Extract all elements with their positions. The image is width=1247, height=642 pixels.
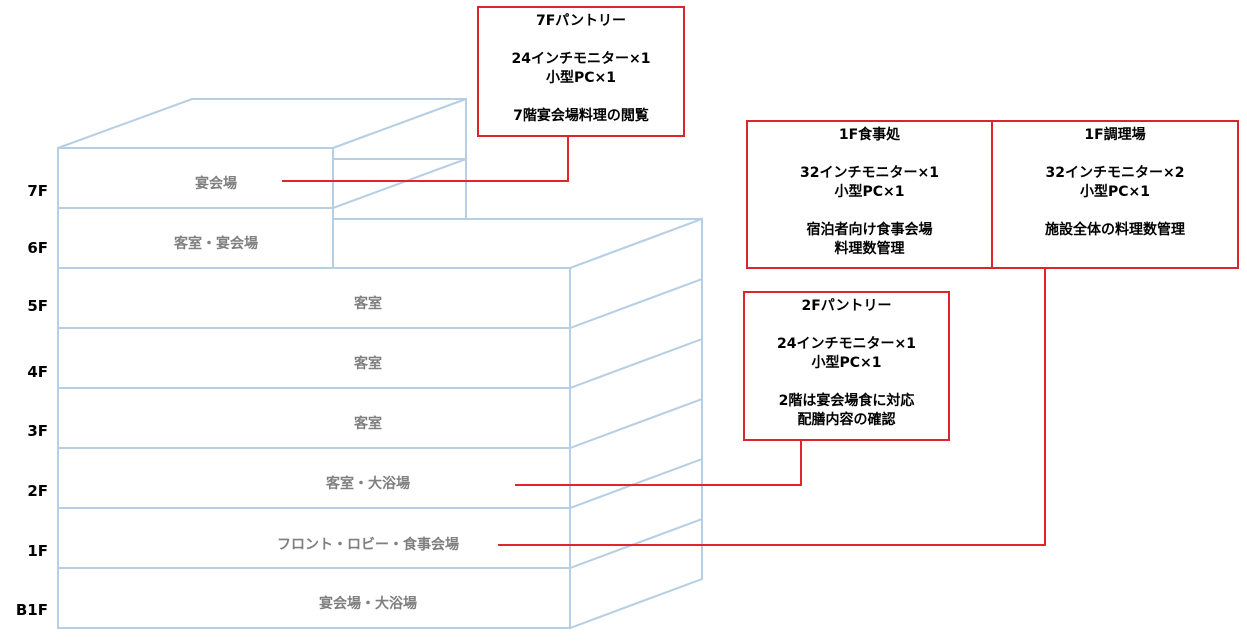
floor-name-4f: 客室 bbox=[353, 355, 382, 372]
callout-line: 7階宴会場料理の閲覧 bbox=[513, 108, 649, 124]
floor-num-5f: 5F bbox=[27, 297, 48, 315]
floor-4f-box bbox=[57, 327, 571, 389]
callout-line: 小型PC×1 bbox=[811, 355, 882, 371]
callout-line: 32インチモニター×1 bbox=[800, 165, 939, 181]
callout-line: 小型PC×1 bbox=[1079, 184, 1150, 200]
callout-line: 2階は宴会場食に対応 bbox=[778, 393, 915, 409]
floor-num-6f: 6F bbox=[27, 239, 48, 257]
callout-line: 32インチモニター×2 bbox=[1045, 165, 1185, 181]
floor-num-3f: 3F bbox=[27, 422, 48, 440]
callout-line: 小型PC×1 bbox=[545, 70, 616, 86]
floor-num-b1f: B1F bbox=[16, 601, 48, 619]
floor-6f-box bbox=[57, 207, 334, 269]
connector-2f-pantry bbox=[515, 440, 802, 486]
floor-num-1f: 1F bbox=[27, 542, 48, 560]
floor-name-b1f: 宴会場・大浴場 bbox=[319, 595, 417, 612]
callout-title: 1F食事処 bbox=[838, 127, 901, 143]
callout-line: 24インチモニター×1 bbox=[777, 336, 916, 352]
floor-num-7f: 7F bbox=[27, 182, 48, 200]
floor-names: 宴会場 客室・宴会場 客室 客室 客室 客室・大浴場 フロント・ロビー・食事会場… bbox=[173, 175, 459, 612]
floor-name-6f: 客室・宴会場 bbox=[173, 235, 258, 252]
callout-title: 1F調理場 bbox=[1084, 127, 1146, 143]
callout-2f-pantry: 2Fパントリー 24インチモニター×1 小型PC×1 2階は宴会場食に対応 配膳… bbox=[743, 291, 950, 441]
callout-line: 小型PC×1 bbox=[834, 184, 905, 200]
floor-numbers: 7F 6F 5F 4F 3F 2F 1F B1F bbox=[16, 182, 48, 619]
callout-line: 24インチモニター×1 bbox=[511, 51, 651, 67]
callout-1f-dining: 1F食事処 32インチモニター×1 小型PC×1 宿泊者向け食事会場 料理数管理 bbox=[746, 120, 993, 269]
connector-7f-pantry bbox=[282, 136, 569, 182]
lower-block bbox=[57, 217, 703, 630]
floor-name-7f: 宴会場 bbox=[195, 175, 237, 192]
floor-1f-box bbox=[57, 507, 571, 569]
callout-7f-pantry: 7Fパントリー 24インチモニター×1 小型PC×1 7階宴会場料理の閲覧 bbox=[477, 6, 685, 137]
connector-1f-kitchen bbox=[498, 268, 1046, 546]
floor-5f-box bbox=[57, 267, 571, 329]
floor-name-1f: フロント・ロビー・食事会場 bbox=[277, 536, 459, 553]
floor-name-5f: 客室 bbox=[353, 295, 382, 312]
floor-name-2f: 客室・大浴場 bbox=[325, 475, 410, 492]
callout-line: 施設全体の料理数管理 bbox=[1045, 222, 1185, 238]
callout-title: 2Fパントリー bbox=[801, 298, 892, 314]
callout-title: 7Fパントリー bbox=[535, 13, 626, 29]
floor-num-2f: 2F bbox=[27, 482, 48, 500]
callout-line: 宿泊者向け食事会場 bbox=[806, 222, 933, 238]
floor-num-4f: 4F bbox=[27, 363, 48, 381]
floor-2f-box bbox=[57, 447, 571, 509]
callout-line: 料理数管理 bbox=[834, 241, 905, 257]
callout-1f-kitchen: 1F調理場 32インチモニター×2 小型PC×1 施設全体の料理数管理 bbox=[991, 120, 1239, 269]
callout-line: 配膳内容の確認 bbox=[797, 412, 896, 428]
floor-3f-box bbox=[57, 387, 571, 449]
floor-b1f-box bbox=[57, 567, 571, 629]
connector-lines bbox=[282, 136, 1046, 546]
floor-name-3f: 客室 bbox=[353, 415, 382, 432]
